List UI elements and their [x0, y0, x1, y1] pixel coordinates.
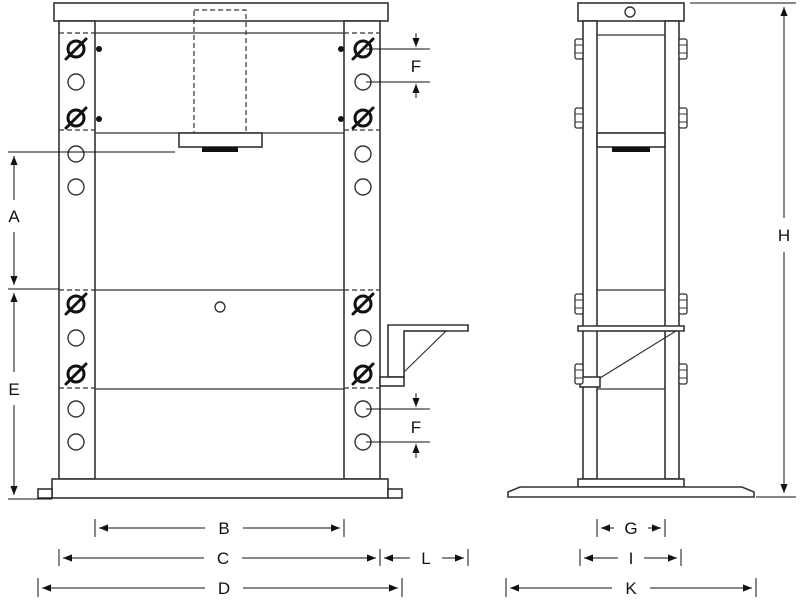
top-hole	[624, 6, 636, 18]
pin-lug-icon	[678, 293, 688, 315]
dim-label-l: L	[421, 549, 430, 568]
side-base-foot	[507, 486, 755, 498]
front-base	[51, 478, 389, 499]
dim-label-c: C	[217, 549, 229, 568]
ram-pad	[202, 147, 238, 152]
dim-label-e: E	[8, 380, 19, 399]
column-hole	[67, 329, 85, 347]
pin-lug-icon	[678, 38, 688, 60]
dim-label-b: B	[218, 519, 229, 538]
top-beam	[53, 2, 389, 22]
column-hole	[354, 145, 372, 163]
pin-lug-icon	[574, 293, 584, 315]
pin-lug-icon	[574, 38, 584, 60]
dim-label-f-bottom: F	[411, 418, 421, 437]
dim-label-f-top: F	[411, 57, 421, 76]
pin-lug-icon	[678, 363, 688, 385]
ram-head	[178, 132, 263, 148]
side-column-front	[582, 20, 598, 480]
pin-lug-icon	[574, 363, 584, 385]
column-hole	[67, 145, 85, 163]
winch-bracket	[379, 324, 469, 387]
front-view	[37, 2, 469, 499]
dim-label-i: I	[629, 549, 634, 568]
bed-hole	[214, 301, 226, 313]
column-hole	[67, 433, 85, 451]
dim-label-a: A	[8, 207, 20, 226]
pin-lug-icon	[574, 107, 584, 129]
dim-label-h: H	[778, 226, 790, 245]
column-hole	[354, 178, 372, 196]
dim-label-g: G	[624, 519, 637, 538]
column-hole	[354, 329, 372, 347]
hidden-cylinder	[193, 9, 247, 134]
side-view	[507, 2, 755, 498]
dim-label-d: D	[218, 579, 230, 598]
column-hole	[67, 178, 85, 196]
pin-lug-icon	[678, 107, 688, 129]
dim-label-k: K	[625, 579, 637, 598]
column-hole	[67, 400, 85, 418]
column-hole	[67, 73, 85, 91]
side-column-rear	[664, 20, 680, 480]
dimensions: A E F F H B C	[8, 2, 796, 598]
